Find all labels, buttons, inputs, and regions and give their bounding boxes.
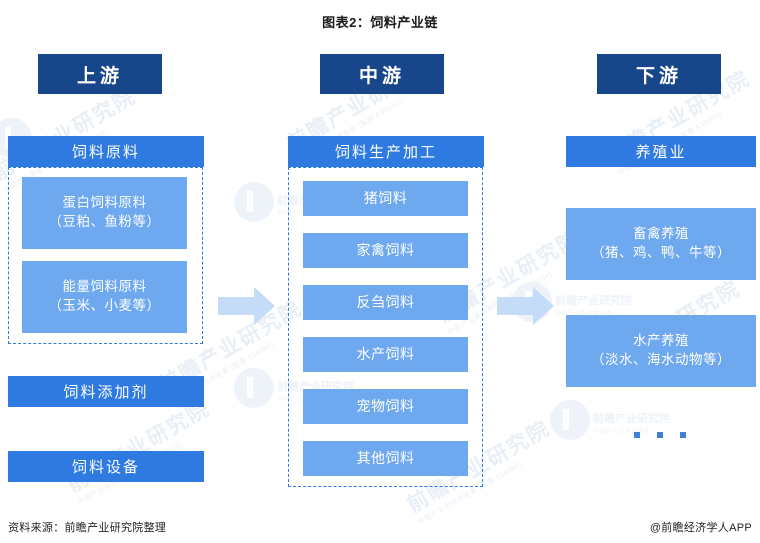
upstream-item-protein-feed-line2: （豆粕、鱼粉等） (48, 214, 161, 229)
midstream-item-aquatic-feed[interactable]: 水产饲料 (303, 337, 468, 372)
section-header-breeding-industry: 养殖业 (566, 136, 756, 167)
section-header-feed-raw-materials: 饲料原料 (8, 136, 204, 167)
ellipsis-dot (657, 432, 663, 438)
stage-header-downstream: 下游 (597, 54, 721, 94)
downstream-item-aquaculture-line2: （淡水、海水动物等） (591, 352, 731, 367)
ellipsis-dot (680, 432, 686, 438)
midstream-item-pet-feed[interactable]: 宠物饲料 (303, 389, 468, 424)
page-title: 图表2：饲料产业链 (322, 15, 438, 30)
upstream-item-protein-feed[interactable]: 蛋白饲料原料 （豆粕、鱼粉等） (22, 177, 187, 249)
source-note: 资料来源：前瞻产业研究院整理 (8, 522, 167, 534)
upstream-item-protein-feed-line1: 蛋白饲料原料 (62, 195, 147, 211)
arrow-upstream-to-midstream (218, 285, 276, 327)
midstream-group-outline (288, 167, 483, 487)
downstream-item-livestock-poultry-line2: （猪、鸡、鸭、牛等） (591, 245, 731, 260)
downstream-item-aquaculture-line1: 水产养殖 (633, 333, 689, 349)
midstream-item-pig-feed-label: 猪饲料 (363, 189, 408, 206)
downstream-ellipsis-dots (634, 432, 686, 438)
midstream-item-pig-feed[interactable]: 猪饲料 (303, 181, 468, 216)
section-header-feed-production: 饲料生产加工 (288, 136, 484, 167)
upstream-item-energy-feed-line2: （玉米、小麦等） (48, 298, 161, 313)
ellipsis-dot (634, 432, 640, 438)
arrow-midstream-to-downstream (497, 285, 555, 327)
midstream-item-ruminant-feed-label: 反刍饲料 (356, 293, 415, 310)
upstream-item-energy-feed-line1: 能量饲料原料 (62, 279, 147, 295)
midstream-item-ruminant-feed[interactable]: 反刍饲料 (303, 285, 468, 320)
app-attribution: @前瞻经济学人APP (649, 522, 752, 534)
midstream-item-poultry-feed[interactable]: 家禽饲料 (303, 233, 468, 268)
downstream-item-aquaculture[interactable]: 水产养殖 （淡水、海水动物等） (566, 315, 756, 387)
downstream-item-livestock-poultry-line1: 畜禽养殖 (633, 226, 689, 242)
upstream-block-feed-equipment[interactable]: 饲料设备 (8, 451, 204, 482)
upstream-group-outline (8, 167, 203, 344)
downstream-item-livestock-poultry[interactable]: 畜禽养殖 （猪、鸡、鸭、牛等） (566, 208, 756, 280)
stage-header-midstream: 中游 (320, 54, 444, 94)
midstream-item-other-feed-label: 其他饲料 (356, 449, 415, 466)
midstream-item-aquatic-feed-label: 水产饲料 (356, 345, 415, 362)
upstream-block-feed-additives[interactable]: 饲料添加剂 (8, 376, 204, 407)
midstream-item-pet-feed-label: 宠物饲料 (356, 397, 415, 414)
upstream-item-energy-feed[interactable]: 能量饲料原料 （玉米、小麦等） (22, 261, 187, 333)
midstream-item-poultry-feed-label: 家禽饲料 (356, 241, 415, 258)
midstream-item-other-feed[interactable]: 其他饲料 (303, 441, 468, 476)
stage-header-upstream: 上游 (38, 54, 162, 94)
